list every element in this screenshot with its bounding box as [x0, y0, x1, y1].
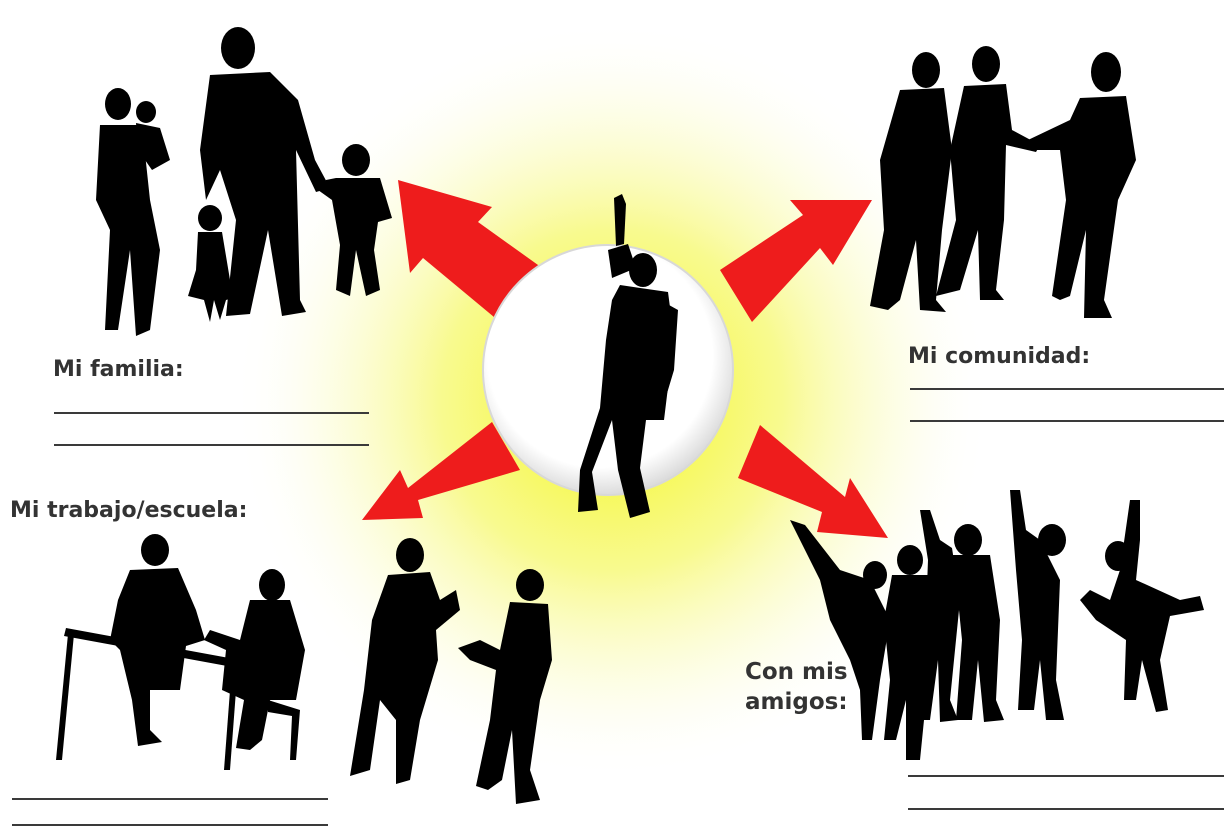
work-blank-line	[12, 798, 328, 800]
family-silhouette	[96, 27, 392, 336]
work-school-silhouette	[56, 534, 552, 804]
arrow-bottom-right	[738, 425, 888, 538]
arrow-top-left	[398, 180, 545, 322]
friends-blank-line	[908, 775, 1224, 777]
family-blank-line	[54, 444, 369, 446]
community-handshake-silhouette	[870, 46, 1136, 318]
friends-jumping-silhouette	[790, 490, 1204, 760]
friends-blank-line	[908, 808, 1224, 810]
work-blank-line	[12, 824, 328, 826]
friends-label: Con mis amigos:	[745, 657, 848, 717]
family-label: Mi familia:	[53, 357, 184, 382]
friends-label-line1: Con mis	[745, 659, 848, 685]
community-blank-line	[910, 420, 1224, 422]
arrows	[362, 180, 888, 538]
community-label: Mi comunidad:	[908, 344, 1091, 369]
work-school-label: Mi trabajo/escuela:	[10, 498, 248, 523]
arrow-bottom-left	[362, 422, 520, 520]
writing-lines	[12, 388, 1224, 826]
arrow-top-right	[720, 200, 872, 322]
community-blank-line	[910, 388, 1224, 390]
friends-label-line2: amigos:	[745, 689, 848, 715]
family-blank-line	[54, 412, 369, 414]
center-person-silhouette	[578, 194, 678, 518]
